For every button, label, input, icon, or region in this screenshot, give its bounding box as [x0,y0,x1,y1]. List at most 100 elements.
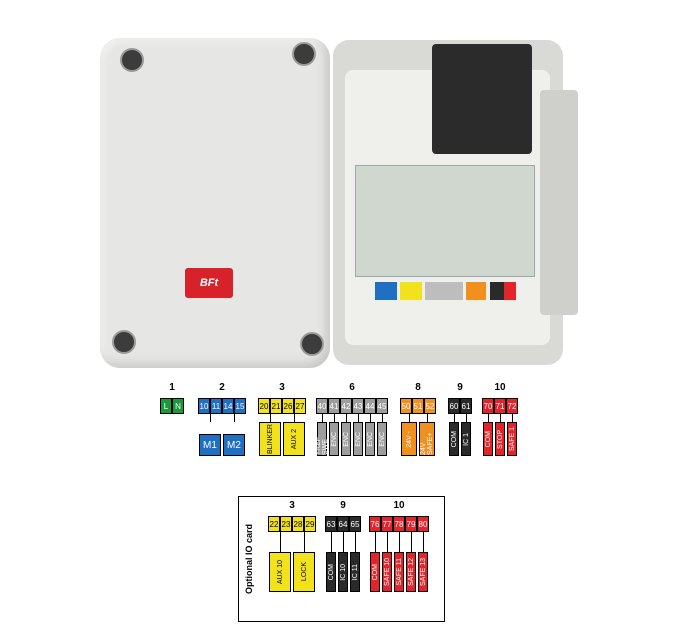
terminal: 70 [482,398,494,414]
terminal: 76 [369,516,381,532]
device-label: COM [371,563,379,581]
terminal-strip [425,282,463,300]
wire [334,414,335,422]
device-stop: STOP [495,422,505,456]
terminal: 77 [381,516,393,532]
device-safe-13: SAFE 13 [418,552,428,592]
wire [399,532,400,552]
device-aux-10: AUX 10 [269,552,291,592]
wire [454,414,455,422]
transformer [432,44,532,154]
device-safe-12: SAFE 12 [406,552,416,592]
device-label: ENC [342,431,350,447]
terminal: 11 [210,398,222,414]
group-number: 3 [289,500,295,511]
wire [294,414,295,422]
device-enc: ENC [329,422,339,456]
device-label: AUX 2 [290,428,298,450]
terminal-strip [375,282,397,300]
wire [210,414,211,422]
device-label: IC 11 [351,563,359,581]
terminal: 29 [304,516,316,532]
group-number: 2 [219,382,225,393]
group-number: 3 [279,382,285,393]
device-safe-1: SAFE 1 [507,422,517,456]
device-aux-2: AUX 2 [283,422,305,456]
device-label: SAFE 10 [383,557,391,586]
device-label: SAFE 12 [407,557,415,586]
group-number: 1 [169,382,175,393]
device-label: BLINKER [266,424,274,454]
device-blinker: BLINKER [259,422,281,456]
wire [343,532,344,552]
device--ref-swe: +REF SWE [315,422,329,456]
device-com: COM [483,422,493,456]
device-com: COM [326,552,336,592]
terminal: 10 [198,398,210,414]
device-safe-10: SAFE 10 [382,552,392,592]
terminal-strip [400,282,422,300]
terminal: 43 [352,398,364,414]
wire [270,414,271,422]
wire [409,414,410,422]
wire [423,532,424,552]
device-label: 24V SAFE+ [420,432,434,455]
terminal: 52 [424,398,436,414]
device-label: 24V - [405,430,413,448]
terminal: 71 [494,398,506,414]
terminal: 21 [270,398,282,414]
terminal: 42 [340,398,352,414]
device-24v-: 24V - [401,422,417,456]
lid-screw [120,48,144,72]
device-label: ENC [330,431,338,447]
wire [382,414,383,422]
wire [500,414,501,422]
terminal: 61 [460,398,472,414]
wire [512,414,513,422]
group-number: 9 [457,382,463,393]
device-enc: ENC [353,422,363,456]
terminal: 60 [448,398,460,414]
terminal: 40 [316,398,328,414]
terminal: 41 [328,398,340,414]
device-ic-10: IC 10 [338,552,348,592]
terminal: 72 [506,398,518,414]
device-label: LOCK [300,562,308,582]
terminal: 64 [337,516,349,532]
group-number: 9 [340,500,346,511]
wire [375,532,376,552]
device-label: AUX 10 [276,559,284,585]
terminal: 14 [222,398,234,414]
wire [322,414,323,422]
wire [358,414,359,422]
device-m2: M2 [223,434,245,456]
lid-screw [292,42,316,66]
terminal: 51 [412,398,424,414]
device-label: COM [327,563,335,581]
group-number: 8 [415,382,421,393]
device-label: IC 10 [339,563,347,581]
device-com: COM [449,422,459,456]
wire [331,532,332,552]
group-number: 6 [349,382,355,393]
terminal-strip [466,282,486,300]
device-label: SAFE 1 [508,426,516,452]
terminal: 15 [234,398,246,414]
device-label: M1 [203,439,217,451]
wire [387,532,388,552]
wire [234,414,235,422]
terminal: 45 [376,398,388,414]
terminal: 23 [280,516,292,532]
terminal: 44 [364,398,376,414]
device-enc: ENC [341,422,351,456]
device-enc: ENC [365,422,375,456]
terminal: 20 [258,398,270,414]
terminal: L [160,398,172,414]
lid-screw [112,330,136,354]
terminal: 28 [292,516,304,532]
terminal: 26 [282,398,294,414]
device-com: COM [370,552,380,592]
device-label: COM [450,430,458,448]
wire [346,414,347,422]
device-ic-11: IC 11 [350,552,360,592]
